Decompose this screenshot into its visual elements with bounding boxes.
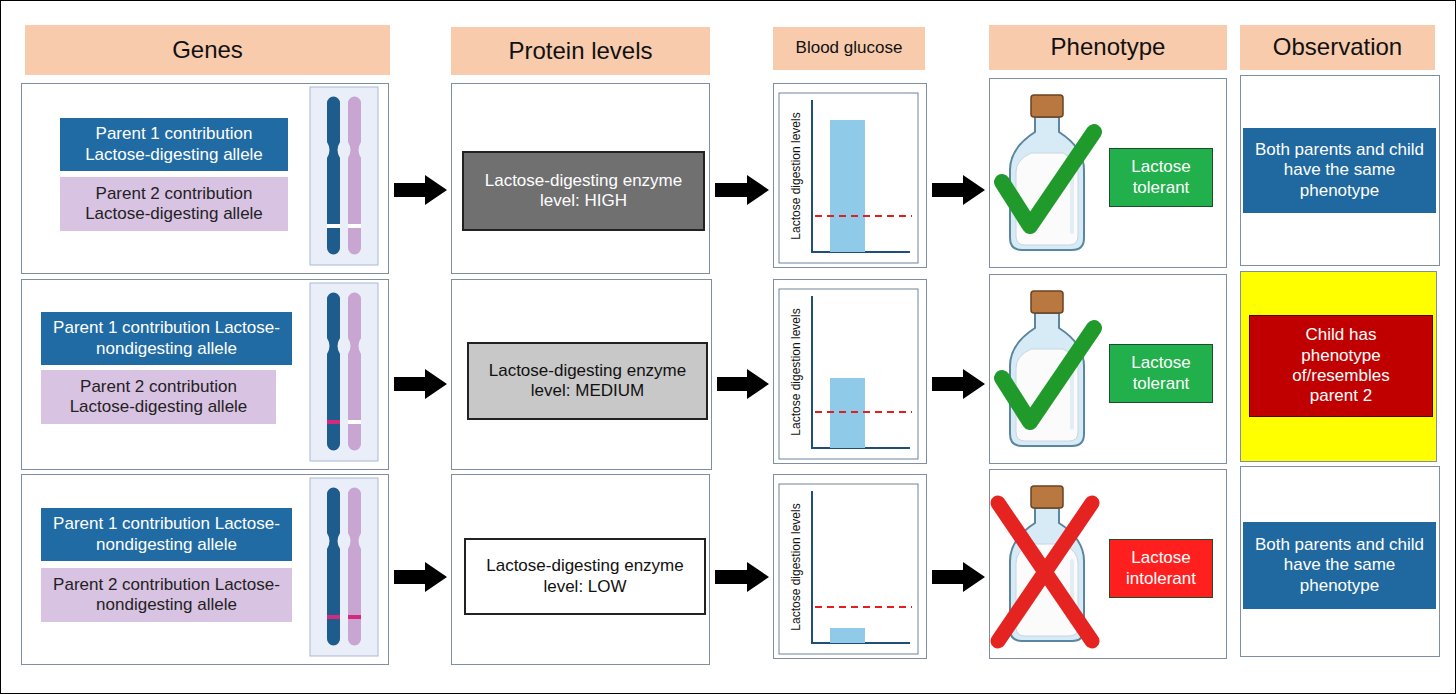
axis-label: Lactose digestion levels <box>789 503 803 630</box>
chart <box>779 289 918 459</box>
allele-band <box>327 615 340 619</box>
header-text: Genes <box>172 36 243 65</box>
observation-box: Both parents and child have the same phe… <box>1243 128 1436 213</box>
chromosome-pair <box>310 283 378 461</box>
chromosome-pair <box>310 87 378 265</box>
chart-bar <box>830 378 865 448</box>
phenotype-label: Lactose tolerant <box>1109 344 1213 403</box>
box-text: Both parents and child have the same phe… <box>1253 535 1426 596</box>
axis-label: Lactose digestion levels <box>789 112 803 239</box>
allele-band <box>327 420 340 424</box>
allele-band <box>348 420 361 424</box>
flow-arrow <box>932 369 985 399</box>
flow-arrow <box>394 562 447 592</box>
chromosome-pair <box>310 478 378 656</box>
flow-arrow <box>394 369 447 399</box>
phenotype-panel: Lactose tolerant <box>989 78 1227 268</box>
chart-panel: Lactose digestion levels <box>773 474 927 659</box>
protein-panel: Lactose-digesting enzyme level: MEDIUM <box>451 279 712 470</box>
axis-label: Lactose digestion levels <box>789 308 803 435</box>
threshold-line <box>815 606 912 608</box>
header-text: Protein levels <box>508 37 652 66</box>
enzyme-level-box: Lactose-digesting enzyme level: HIGH <box>462 151 705 231</box>
flow-arrow <box>932 175 985 205</box>
column-header: Protein levels <box>451 27 710 75</box>
chart <box>779 93 918 263</box>
threshold-line <box>815 411 912 413</box>
box-text: Parent 1 contribution Lactose-digesting … <box>70 124 278 165</box>
allele-label: Parent 2 contribution Lactose-digesting … <box>41 370 276 424</box>
flow-arrow <box>715 562 769 592</box>
gene-panel: Parent 1 contribution Lactose-nondigesti… <box>21 279 389 470</box>
threshold-line <box>815 215 912 217</box>
chart-bar <box>830 628 865 643</box>
flow-arrow <box>394 175 447 205</box>
observation-box: Both parents and child have the same phe… <box>1243 522 1436 609</box>
chart-bar <box>830 120 865 252</box>
flow-arrow <box>932 562 985 592</box>
allele-band <box>348 615 361 619</box>
column-header: Phenotype <box>989 25 1227 70</box>
allele-band <box>348 224 361 228</box>
phenotype-panel: Lactose tolerant <box>989 274 1227 464</box>
flow-arrow <box>717 369 769 399</box>
check-mark <box>1002 328 1094 422</box>
box-text: Lactose intolerant <box>1118 548 1204 589</box>
column-header: Blood glucose <box>773 27 925 70</box>
observation-box: Child has phenotype of/resembles parent … <box>1249 315 1433 417</box>
box-text: Lactose tolerant <box>1118 157 1204 198</box>
header-text: Blood glucose <box>796 38 903 58</box>
header-text: Phenotype <box>1051 33 1166 62</box>
box-text: Lactose-digesting enzyme level: MEDIUM <box>479 361 696 402</box>
box-text: Parent 2 contribution Lactose-nondigesti… <box>51 575 282 616</box>
cross-mark <box>998 503 1092 641</box>
column-header: Genes <box>25 25 390 75</box>
box-text: Parent 1 contribution Lactose-nondigesti… <box>51 318 282 359</box>
allele-label: Parent 1 contribution Lactose-nondigesti… <box>41 508 292 561</box>
check-mark <box>1002 132 1094 226</box>
gene-panel: Parent 1 contribution Lactose-digesting … <box>21 83 389 274</box>
chart-panel: Lactose digestion levels <box>773 279 927 464</box>
header-text: Observation <box>1273 33 1402 62</box>
allele-label: Parent 2 contribution Lactose-nondigesti… <box>41 568 292 622</box>
box-text: Parent 2 contribution Lactose-digesting … <box>51 377 266 418</box>
phenotype-label: Lactose intolerant <box>1109 539 1213 598</box>
box-text: Parent 1 contribution Lactose-nondigesti… <box>51 514 282 555</box>
enzyme-level-box: Lactose-digesting enzyme level: LOW <box>464 538 706 615</box>
allele-label: Parent 1 contribution Lactose-nondigesti… <box>41 312 292 365</box>
protein-panel: Lactose-digesting enzyme level: HIGH <box>451 83 710 274</box>
allele-band <box>327 224 340 228</box>
protein-panel: Lactose-digesting enzyme level: LOW <box>451 474 710 665</box>
observation-panel: Child has phenotype of/resembles parent … <box>1240 271 1437 462</box>
chart-panel: Lactose digestion levels <box>773 83 927 268</box>
box-text: Lactose-digesting enzyme level: HIGH <box>474 171 693 212</box>
row-illustration <box>310 478 1092 656</box>
row-illustration <box>310 87 1094 265</box>
observation-panel: Both parents and child have the same phe… <box>1240 466 1440 657</box>
box-text: Lactose tolerant <box>1118 353 1204 394</box>
allele-label: Parent 2 contribution Lactose-digesting … <box>60 177 288 231</box>
phenotype-panel: Lactose intolerant <box>989 469 1227 659</box>
flow-arrow <box>715 175 769 205</box>
gene-panel: Parent 1 contribution Lactose-nondigesti… <box>21 474 389 665</box>
chart <box>779 484 918 654</box>
phenotype-label: Lactose tolerant <box>1109 148 1213 207</box>
column-header: Observation <box>1240 25 1435 70</box>
box-text: Lactose-digesting enzyme level: LOW <box>476 556 694 597</box>
observation-panel: Both parents and child have the same phe… <box>1240 75 1440 266</box>
box-text: Both parents and child have the same phe… <box>1253 140 1426 201</box>
box-text: Child has phenotype of/resembles parent … <box>1284 325 1398 407</box>
row-illustration <box>310 283 1094 461</box>
enzyme-level-box: Lactose-digesting enzyme level: MEDIUM <box>467 342 708 420</box>
allele-label: Parent 1 contribution Lactose-digesting … <box>60 118 288 171</box>
box-text: Parent 2 contribution Lactose-digesting … <box>70 184 278 225</box>
